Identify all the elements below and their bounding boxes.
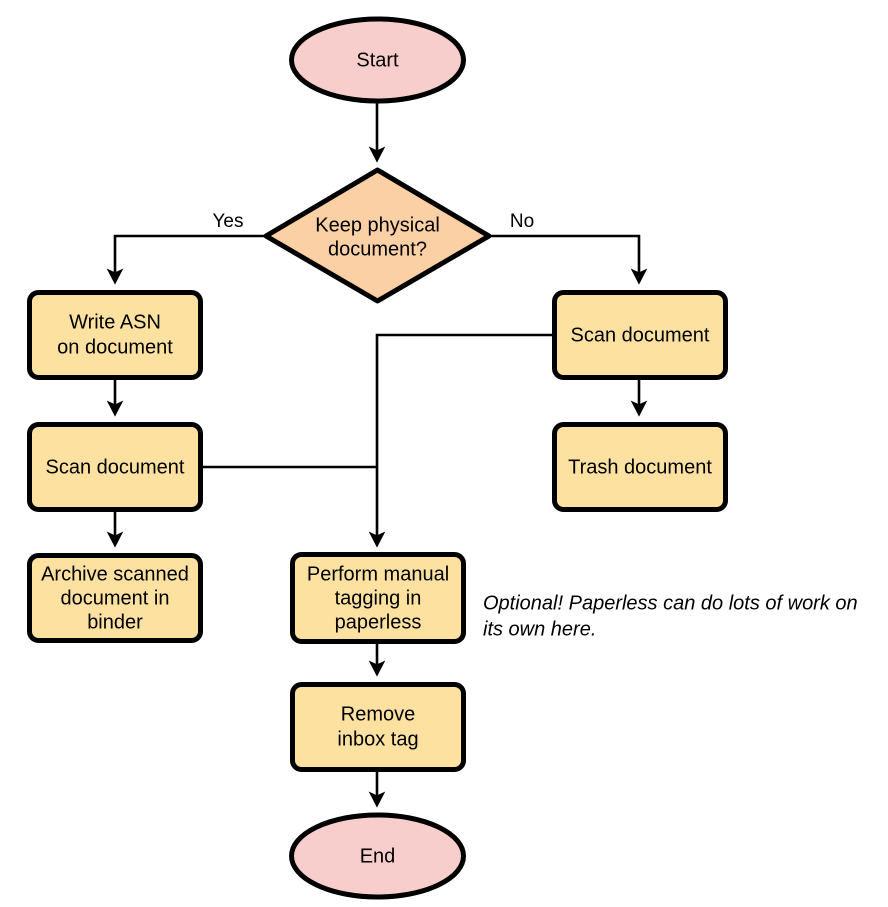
end-label: End <box>360 845 396 867</box>
tagging-label-line2: tagging in <box>335 587 422 609</box>
edge-decision-yes-to-write-asn <box>106 234 264 285</box>
node-perform-manual-tagging[interactable]: Perform manual tagging in paperless <box>290 552 466 644</box>
scan-document-right-label: Scan document <box>571 324 710 346</box>
node-archive-scanned-document[interactable]: Archive scanned document in binder <box>27 553 203 643</box>
edge-decision-no-to-scan-right <box>491 234 648 285</box>
tagging-label-line3: paperless <box>335 611 422 633</box>
edge-label-yes: Yes <box>213 211 244 232</box>
tagging-label-line1: Perform manual <box>307 563 449 585</box>
remove-inbox-label-line1: Remove <box>341 703 415 725</box>
edge-label-no: No <box>510 211 534 232</box>
edge-labels-layer: Yes No <box>213 211 535 232</box>
tagging-box-shape <box>290 552 466 644</box>
optional-note-line1: Optional! Paperless can do lots of work … <box>483 592 858 614</box>
optional-note-line2: its own here. <box>483 618 596 640</box>
node-scan-document-left[interactable]: Scan document <box>27 422 203 512</box>
node-remove-inbox-tag[interactable]: Remove inbox tag <box>290 682 466 772</box>
write-asn-label-line1: Write ASN <box>69 311 161 333</box>
node-scan-document-right[interactable]: Scan document <box>552 290 728 380</box>
remove-inbox-box-shape <box>290 682 466 772</box>
node-write-asn-on-document[interactable]: Write ASN on document <box>27 290 203 380</box>
remove-inbox-label-line2: inbox tag <box>337 728 418 750</box>
archive-box-shape <box>27 553 203 643</box>
decision-diamond-shape <box>263 167 492 304</box>
archive-label-line3: binder <box>87 611 143 633</box>
start-ellipse-shape <box>289 16 466 104</box>
write-asn-label-line2: on document <box>57 336 173 358</box>
end-ellipse-shape <box>289 812 466 900</box>
decision-label-line1: Keep physical <box>315 214 440 236</box>
trash-document-label: Trash document <box>568 456 712 478</box>
archive-label-line1: Archive scanned <box>41 563 189 585</box>
optional-note: Optional! Paperless can do lots of work … <box>483 592 858 640</box>
decision-label-line2: document? <box>328 238 427 260</box>
node-start[interactable]: Start <box>289 16 466 104</box>
scan-document-right-box-shape <box>552 290 728 380</box>
edges-layer <box>106 102 648 808</box>
trash-document-box-shape <box>552 422 728 512</box>
archive-label-line2: document in <box>61 587 170 609</box>
scan-document-left-label: Scan document <box>46 456 185 478</box>
edge-scan-right-to-tagging <box>368 333 552 548</box>
node-end[interactable]: End <box>289 812 466 900</box>
start-label: Start <box>356 49 399 71</box>
write-asn-box-shape <box>27 290 203 380</box>
scan-document-left-box-shape <box>27 422 203 512</box>
node-decision-keep-physical-document[interactable]: Keep physical document? <box>263 167 492 304</box>
node-trash-document[interactable]: Trash document <box>552 422 728 512</box>
